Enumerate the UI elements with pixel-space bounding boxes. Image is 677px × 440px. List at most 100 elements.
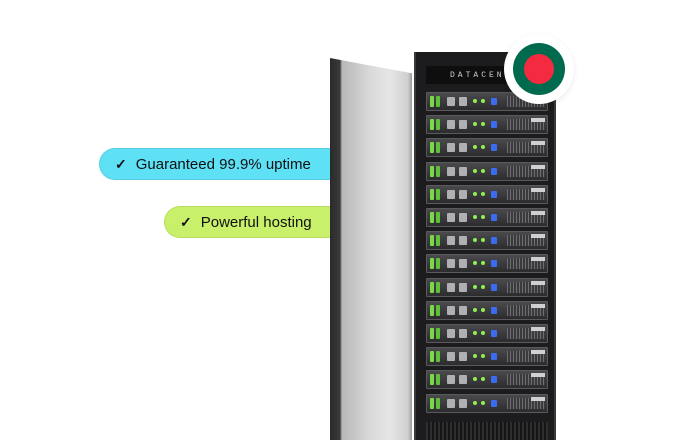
status-led-icon — [481, 99, 485, 103]
server-unit — [426, 370, 548, 390]
drive-light-icon — [430, 304, 434, 316]
drive-light-icon — [430, 96, 434, 107]
port-icon — [447, 120, 455, 130]
flag-red-disc — [524, 54, 554, 84]
drive-light-icon — [430, 258, 434, 270]
drive-light-icon — [430, 351, 434, 363]
server-rack: DATACENT — [414, 52, 556, 440]
status-led-icon — [473, 354, 477, 359]
drive-light-icon — [436, 96, 440, 107]
status-led-icon — [481, 284, 485, 289]
unit-label-tag — [531, 280, 545, 285]
port-icon — [459, 97, 467, 106]
drive-light-icon — [436, 119, 440, 131]
status-led-icon — [481, 261, 485, 266]
port-icon — [447, 213, 455, 222]
port-icon — [447, 236, 455, 246]
status-led-icon — [473, 261, 477, 266]
unit-label-tag — [531, 187, 545, 192]
drive-light-icon — [436, 281, 440, 293]
vent-grill — [507, 119, 545, 131]
status-led-icon — [473, 145, 477, 150]
drive-light-icon — [430, 119, 434, 131]
drive-light-icon — [430, 397, 434, 409]
port-icon — [459, 329, 467, 338]
vent-grill — [507, 328, 545, 339]
port-icon — [447, 305, 455, 315]
unit-label-tag — [531, 350, 545, 355]
port-icon — [447, 97, 455, 106]
vent-grill — [507, 374, 545, 386]
bangladesh-flag-icon — [513, 43, 565, 95]
server-unit — [426, 161, 548, 181]
port-icon — [447, 189, 455, 199]
power-led-icon — [491, 330, 497, 337]
unit-label-tag — [531, 257, 545, 262]
status-led-icon — [473, 168, 477, 173]
vent-grill — [507, 188, 545, 200]
port-icon — [459, 282, 467, 292]
unit-label-tag — [531, 327, 545, 331]
status-led-icon — [481, 377, 485, 382]
drive-light-icon — [430, 328, 434, 339]
power-led-icon — [491, 214, 497, 221]
server-unit — [426, 254, 548, 274]
drive-light-icon — [436, 351, 440, 363]
unit-label-tag — [531, 303, 545, 308]
status-led-icon — [481, 191, 485, 196]
unit-label-tag — [531, 118, 545, 123]
port-icon — [459, 189, 467, 199]
drive-light-icon — [430, 212, 434, 223]
drive-light-icon — [436, 188, 440, 200]
vent-grill — [507, 212, 545, 223]
drive-light-icon — [430, 165, 434, 177]
port-icon — [447, 375, 455, 385]
port-icon — [459, 352, 467, 362]
port-icon — [459, 143, 467, 153]
vent-grill — [507, 397, 545, 409]
drive-light-icon — [436, 328, 440, 339]
server-unit — [426, 138, 548, 158]
status-led-icon — [473, 400, 477, 405]
vent-grill — [507, 304, 545, 316]
port-icon — [447, 282, 455, 292]
port-icon — [447, 143, 455, 153]
power-led-icon — [491, 167, 497, 175]
drive-light-icon — [436, 397, 440, 409]
unit-label-tag — [531, 373, 545, 378]
server-unit — [426, 231, 548, 251]
power-led-icon — [491, 98, 497, 105]
vent-grill — [507, 142, 545, 154]
status-led-icon — [481, 168, 485, 173]
unit-label-tag — [531, 164, 545, 169]
power-led-icon — [491, 283, 497, 291]
drive-light-icon — [430, 374, 434, 386]
status-led-icon — [473, 307, 477, 312]
port-icon — [459, 120, 467, 130]
status-led-icon — [473, 191, 477, 196]
status-led-icon — [481, 307, 485, 312]
server-unit — [426, 115, 548, 135]
rack-vent — [426, 422, 548, 440]
vent-grill — [507, 281, 545, 293]
drive-light-icon — [436, 142, 440, 154]
status-led-icon — [481, 354, 485, 359]
vent-grill — [507, 165, 545, 177]
port-icon — [447, 166, 455, 176]
unit-label-tag — [531, 141, 545, 146]
port-icon — [459, 375, 467, 385]
status-led-icon — [473, 331, 477, 335]
drive-light-icon — [436, 212, 440, 223]
port-icon — [459, 166, 467, 176]
port-icon — [447, 329, 455, 338]
vent-grill — [507, 351, 545, 363]
vent-grill — [507, 258, 545, 270]
port-icon — [447, 352, 455, 362]
server-unit — [426, 300, 548, 320]
server-unit — [426, 208, 548, 227]
badge-label: Guaranteed 99.9% uptime — [135, 155, 311, 173]
drive-light-icon — [430, 142, 434, 154]
drive-light-icon — [436, 258, 440, 270]
drive-light-icon — [436, 235, 440, 247]
status-led-icon — [481, 400, 485, 405]
